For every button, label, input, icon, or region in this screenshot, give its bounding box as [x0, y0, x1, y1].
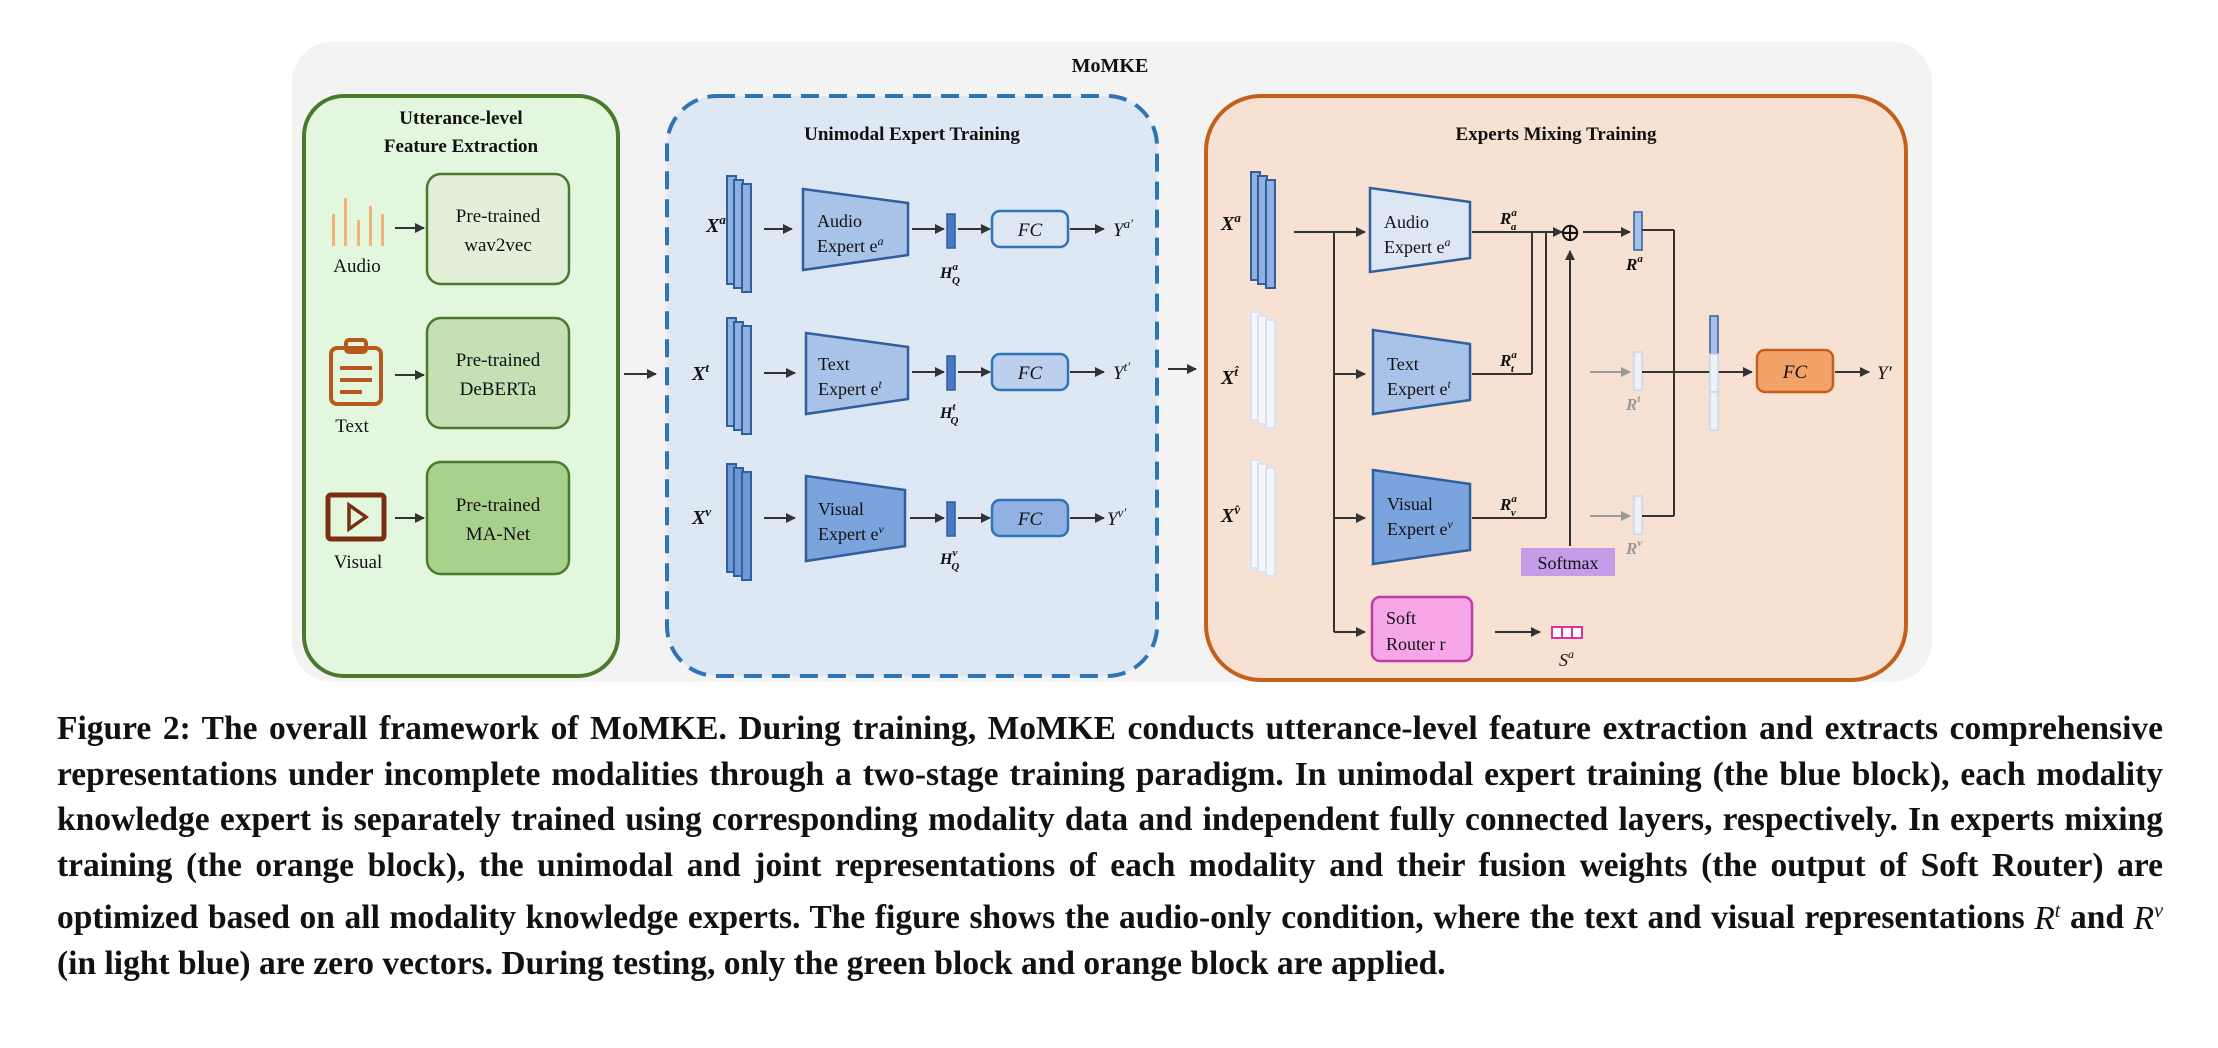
- experts-mixing-block: Experts Mixing Training Xa Xt̂ Xv̂ Audio…: [1204, 94, 1908, 682]
- mix-expert-line1: Visual: [1387, 494, 1433, 514]
- mix-input-text-stack: [1250, 311, 1276, 429]
- video-play-icon: [325, 492, 387, 542]
- fused-r-v-label: Rv: [1625, 537, 1642, 558]
- mix-input-audio-stack: [1250, 171, 1276, 289]
- router-line2: Router r: [1386, 634, 1445, 654]
- fused-r-v-vector: [1633, 495, 1643, 535]
- unimodal-input-label: Xt: [691, 360, 709, 385]
- feature-extraction-block: Utterance-level Feature Extraction Audio…: [302, 94, 620, 678]
- expert-line2: Expert ev: [818, 522, 884, 544]
- output-label: Yt′: [1113, 359, 1130, 384]
- final-output-label: Y′: [1877, 363, 1893, 384]
- output-label: Ya′: [1113, 216, 1133, 241]
- input-stack: [726, 317, 752, 435]
- text-label: Text: [335, 416, 369, 437]
- fc-box: [990, 352, 1070, 392]
- soft-router-box: [1370, 595, 1474, 663]
- unimodal-input-label: Xa: [705, 212, 726, 237]
- caption-rv: Rv: [2133, 899, 2164, 937]
- expert-line1: Audio: [817, 211, 862, 231]
- hidden-vector: [946, 213, 956, 249]
- unimodal-expert-block: Unimodal Expert Training Xa Audio Expert…: [665, 94, 1159, 678]
- audio-label: Audio: [333, 256, 381, 277]
- output-label: Yv′: [1107, 505, 1126, 530]
- input-stack: [726, 175, 752, 293]
- audio-waveform-icon: [332, 198, 384, 246]
- expert-line2: Expert et: [818, 377, 882, 399]
- mix-text-expert: [1371, 328, 1472, 416]
- expert-line1: Visual: [818, 499, 864, 519]
- wav2vec-line2: wav2vec: [464, 235, 532, 256]
- hidden-vector: [946, 355, 956, 391]
- visual-label: Visual: [334, 552, 382, 573]
- momke-diagram: MoMKE Utterance-level Feature Extraction…: [292, 42, 1932, 682]
- oplus-symbol: ⊕: [1559, 218, 1581, 247]
- wav2vec-line1: Pre-trained: [456, 206, 541, 227]
- mix-audio-expert: [1368, 186, 1472, 274]
- caption-and: and: [2070, 899, 2125, 937]
- text-clipboard-icon: [329, 338, 383, 406]
- mix-expert-line1: Audio: [1384, 212, 1429, 232]
- fused-r-a-label: Ra: [1625, 253, 1643, 274]
- fused-r-t-vector: [1633, 351, 1643, 391]
- input-stack: [726, 463, 752, 581]
- s-a-label: Sa: [1559, 647, 1574, 670]
- mix-fc-label: FC: [1782, 362, 1808, 383]
- expert-line2: Expert ea: [817, 234, 883, 256]
- fc-box: [990, 498, 1070, 538]
- mix-expert-line2: Expert ev: [1387, 517, 1453, 539]
- concat-vector: [1709, 315, 1719, 431]
- figure-caption: Figure 2: The overall framework of MoMKE…: [57, 706, 2163, 987]
- mix-input-audio-label: Xa: [1220, 210, 1241, 235]
- hidden-vector: [946, 501, 956, 537]
- expert-line1: Text: [818, 354, 850, 374]
- manet-line1: Pre-trained: [456, 495, 541, 516]
- visual-expert-trapezoid: [804, 474, 907, 563]
- mix-expert-line2: Expert ea: [1384, 235, 1450, 257]
- mix-expert-line1: Text: [1387, 354, 1419, 374]
- unimodal-block-title: Unimodal Expert Training: [804, 124, 1020, 145]
- mix-input-visual-label: Xv̂: [1220, 502, 1240, 527]
- mix-fc-box: [1755, 348, 1835, 394]
- softmax-label: Softmax: [1538, 553, 1599, 573]
- caption-rt: Rt: [2034, 899, 2061, 937]
- wav2vec-box: [425, 172, 571, 286]
- mix-input-visual-stack: [1250, 459, 1276, 577]
- audio-expert-trapezoid: [801, 187, 910, 272]
- deberta-line2: DeBERTa: [460, 379, 537, 400]
- fc-label: FC: [1017, 509, 1043, 530]
- mix-expert-line2: Expert et: [1387, 377, 1451, 399]
- fc-label: FC: [1017, 363, 1043, 384]
- unimodal-input-label: Xv: [691, 504, 711, 529]
- router-line1: Soft: [1386, 608, 1416, 628]
- fused-r-t-label: Rt: [1625, 393, 1641, 414]
- caption-text-1: Figure 2: The overall framework of MoMKE…: [57, 710, 2163, 937]
- mix-input-text-label: Xt̂: [1220, 364, 1239, 389]
- fc-label: FC: [1017, 220, 1043, 241]
- feature-block-title-1: Utterance-level: [399, 108, 522, 129]
- fused-r-a-vector: [1633, 211, 1643, 251]
- router-weight-vector: [1551, 626, 1583, 639]
- mix-visual-expert: [1371, 468, 1472, 566]
- deberta-box: [425, 316, 571, 430]
- manet-line2: MA-Net: [466, 524, 531, 545]
- diagram-title: MoMKE: [1072, 55, 1149, 77]
- text-expert-trapezoid: [804, 331, 910, 416]
- deberta-line1: Pre-trained: [456, 350, 541, 371]
- softmax-box: [1521, 548, 1615, 576]
- fc-box: [990, 209, 1070, 249]
- manet-box: [425, 460, 571, 576]
- feature-block-title-2: Feature Extraction: [384, 136, 539, 157]
- mixing-block-title: Experts Mixing Training: [1456, 124, 1657, 145]
- caption-text-2: (in light blue) are zero vectors. During…: [57, 945, 1446, 983]
